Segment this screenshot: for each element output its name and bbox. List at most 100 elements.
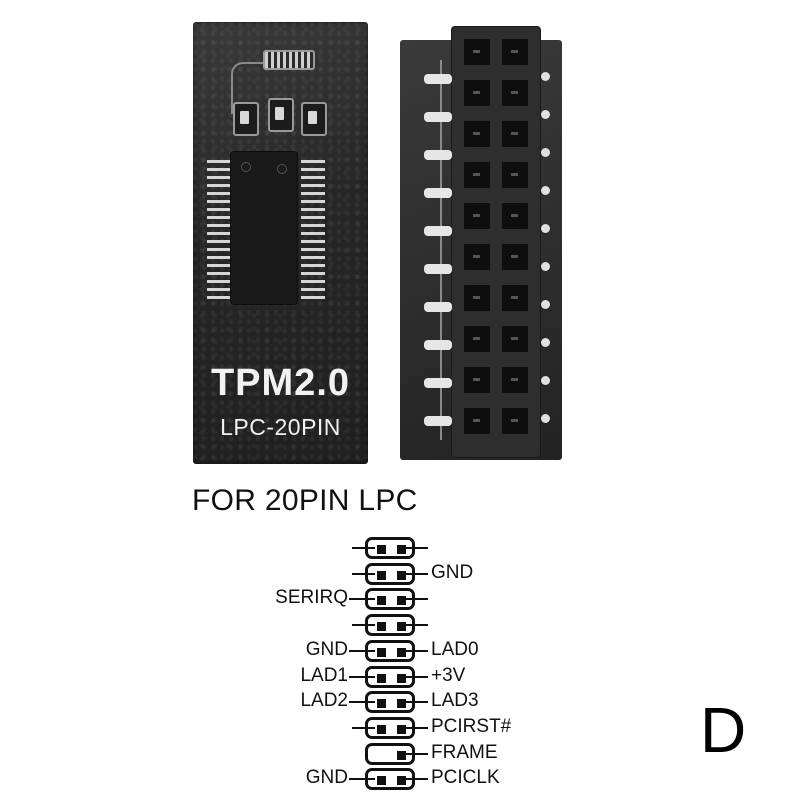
pin-square-icon	[377, 699, 386, 709]
pin-label-right: FRAME	[431, 741, 498, 763]
socket-hole	[502, 162, 528, 188]
lead-line	[349, 701, 375, 704]
smd-pad	[424, 378, 452, 388]
pin1-marker-icon	[241, 162, 251, 172]
pin-square-icon	[397, 622, 406, 632]
chip-pins-right	[301, 160, 325, 300]
smd-pad	[424, 302, 452, 312]
socket-hole	[464, 285, 490, 311]
pin-label-left: GND	[305, 767, 348, 789]
lead-line	[349, 649, 375, 652]
socket-hole	[464, 80, 490, 106]
pin-label-left: LAD2	[300, 690, 348, 712]
lead-line	[352, 624, 375, 627]
pin-label-left: GND	[305, 638, 348, 660]
lead-line	[349, 598, 375, 601]
lead-line	[352, 572, 375, 575]
pin-row	[365, 742, 415, 765]
lead-line	[404, 649, 428, 652]
board-label-lpc: LPC-20PIN	[220, 414, 341, 440]
smd-pad	[424, 112, 452, 122]
pcb-trace	[231, 62, 263, 114]
socket-hole	[464, 408, 490, 434]
resistor-component	[263, 50, 315, 70]
panel-letter: D	[700, 694, 747, 766]
socket-hole	[502, 408, 528, 434]
tpm-chip	[231, 152, 297, 304]
socket-hole	[464, 203, 490, 229]
pin-square-icon	[397, 673, 406, 683]
pin-square-icon	[377, 647, 386, 657]
pin-label-right: LAD0	[431, 638, 479, 660]
socket-hole	[502, 244, 528, 270]
lead-line	[404, 572, 428, 575]
pin-square-icon	[397, 724, 406, 734]
pin-label-right: GND	[431, 561, 474, 583]
lead-line	[404, 778, 428, 781]
lead-line	[404, 701, 428, 704]
smd-pad	[424, 188, 452, 198]
via-hole	[541, 148, 550, 157]
pin-label-right: +3V	[431, 664, 466, 686]
via-hole	[541, 262, 550, 271]
socket-hole	[464, 326, 490, 352]
socket-hole	[464, 162, 490, 188]
socket-hole	[502, 121, 528, 147]
pin-square-icon	[377, 570, 386, 580]
via-hole	[541, 110, 550, 119]
capacitor-component	[268, 98, 294, 132]
via-hole	[541, 376, 550, 385]
pin-square-icon	[397, 596, 406, 606]
lead-line	[349, 778, 375, 781]
socket-hole	[464, 39, 490, 65]
chip-pins-left	[207, 160, 231, 300]
pin-square-icon	[377, 776, 386, 786]
pin-square-icon	[377, 622, 386, 632]
via-hole	[541, 300, 550, 309]
lead-line	[352, 547, 375, 549]
via-hole	[541, 338, 550, 347]
lead-line	[349, 675, 375, 678]
pin-label-right: LAD3	[431, 690, 479, 712]
via-hole	[541, 224, 550, 233]
capacitor-component	[301, 102, 327, 136]
pin-square-icon	[377, 724, 386, 734]
mold-mark-icon	[277, 164, 287, 174]
pin-square-icon	[397, 750, 406, 760]
via-hole	[541, 186, 550, 195]
smd-pad	[424, 226, 452, 236]
pin-square-icon	[397, 647, 406, 657]
lead-line	[404, 598, 428, 601]
pcb-trace	[440, 60, 442, 440]
smd-pad	[424, 264, 452, 274]
socket-hole	[464, 367, 490, 393]
lead-line	[404, 624, 428, 627]
pin-square-icon	[397, 699, 406, 709]
pin-label-right: PCIRST#	[431, 715, 512, 737]
pin-square-icon	[397, 776, 406, 786]
socket-hole	[502, 80, 528, 106]
socket-hole	[464, 121, 490, 147]
via-hole	[541, 72, 550, 81]
board-label-tpm: TPM2.0	[210, 362, 351, 404]
header-socket	[452, 27, 540, 457]
socket-hole	[502, 367, 528, 393]
via-hole	[541, 414, 550, 423]
smd-pad	[424, 340, 452, 350]
lead-line	[404, 726, 428, 729]
pin-label-left: SERIRQ	[275, 587, 348, 609]
lead-line	[404, 675, 428, 678]
pin-square-icon	[397, 570, 406, 580]
socket-hole	[502, 285, 528, 311]
pin-square-icon	[397, 545, 406, 554]
pin-label-left: LAD1	[300, 664, 348, 686]
pin-square-icon	[377, 596, 386, 606]
diagram-title: FOR 20PIN LPC	[192, 484, 418, 517]
socket-hole	[502, 326, 528, 352]
socket-hole	[464, 244, 490, 270]
pin-square-icon	[377, 673, 386, 683]
smd-pad	[424, 416, 452, 426]
socket-hole	[502, 39, 528, 65]
socket-hole	[502, 203, 528, 229]
smd-pad	[424, 74, 452, 84]
